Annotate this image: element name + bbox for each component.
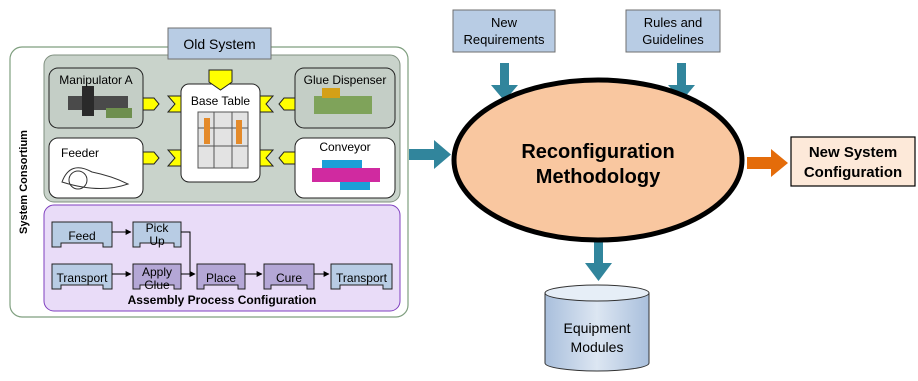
- connector-manipulator-in: [166, 95, 182, 113]
- connector-group: [142, 69, 296, 167]
- base-table-image: [197, 111, 249, 169]
- transport-1-label: Transport: [57, 271, 109, 285]
- apply-glue-label-line2: Glue: [144, 278, 170, 292]
- manipulator-image: [68, 96, 128, 110]
- output-line2: Configuration: [804, 164, 902, 181]
- process-step-transport-2: Transport: [330, 263, 393, 290]
- connector-feeder-in: [166, 149, 182, 167]
- cure-label: Cure: [276, 271, 302, 285]
- system-consortium-label: System Consortium: [18, 130, 30, 234]
- arrow-output-right: [747, 149, 788, 177]
- process-step-pick-up: Pick Up: [132, 221, 182, 248]
- glue-dispenser-image: [314, 96, 372, 114]
- arrow-consortium-right: [409, 140, 451, 169]
- process-flow-arrows: [112, 229, 330, 277]
- transport-2-label: Transport: [336, 271, 388, 285]
- pick-up-label-line1: Pick: [146, 221, 170, 235]
- output-box: [790, 136, 916, 187]
- equipment-line2: Modules: [571, 339, 624, 355]
- connector-old-system: [208, 69, 233, 91]
- new-requirements-line2: Requirements: [464, 32, 545, 47]
- connector-conveyor-in: [259, 149, 275, 167]
- arrow-requirements-down: [491, 63, 518, 101]
- connector-glue-in: [259, 95, 275, 113]
- conveyor-module: Conveyor: [294, 137, 396, 199]
- old-system-label: Old System: [183, 36, 255, 52]
- rules-line1: Rules and: [644, 15, 703, 30]
- pick-up-label-line2: Up: [149, 234, 165, 248]
- process-step-feed: Feed: [51, 221, 113, 248]
- conveyor-image: [312, 168, 380, 182]
- manipulator-label: Manipulator A: [59, 73, 132, 87]
- process-step-place: Place: [196, 263, 246, 290]
- process-step-apply-glue: Apply Glue: [132, 263, 182, 292]
- connector-glue-out: [278, 97, 296, 111]
- feeder-label: Feeder: [61, 146, 99, 160]
- process-step-transport-1: Transport: [51, 263, 113, 290]
- apply-glue-label-line1: Apply: [142, 265, 172, 279]
- methodology-ellipse: [451, 77, 745, 243]
- methodology-line1: Reconfiguration: [521, 141, 674, 163]
- old-system-box: [167, 27, 272, 60]
- connector-feeder-out: [142, 151, 160, 165]
- equipment-line1: Equipment: [564, 320, 631, 336]
- glue-dispenser-module: Glue Dispenser: [294, 67, 396, 129]
- new-requirements-box: [452, 9, 556, 53]
- methodology-line2: Methodology: [536, 166, 661, 188]
- conveyor-label: Conveyor: [319, 140, 370, 154]
- manipulator-module: Manipulator A: [48, 67, 144, 129]
- equipment-cylinder: [544, 284, 650, 372]
- glue-dispenser-label: Glue Dispenser: [304, 73, 387, 87]
- rules-guidelines-box: [625, 9, 721, 53]
- feeder-image: [61, 167, 130, 190]
- connector-conveyor-out: [278, 151, 296, 165]
- new-requirements-line1: New: [491, 15, 518, 30]
- arrow-methodology-down: [585, 240, 612, 281]
- feed-label: Feed: [68, 229, 95, 243]
- rules-line2: Guidelines: [642, 32, 704, 47]
- process-step-cure: Cure: [263, 263, 315, 290]
- place-label: Place: [206, 271, 236, 285]
- output-line1: New System: [809, 144, 897, 161]
- process-title: Assembly Process Configuration: [128, 293, 317, 307]
- base-table-label: Base Table: [191, 94, 250, 108]
- base-table-module: Base Table: [180, 83, 261, 183]
- feeder-module: Feeder: [48, 137, 144, 199]
- connector-manipulator-out: [142, 97, 160, 111]
